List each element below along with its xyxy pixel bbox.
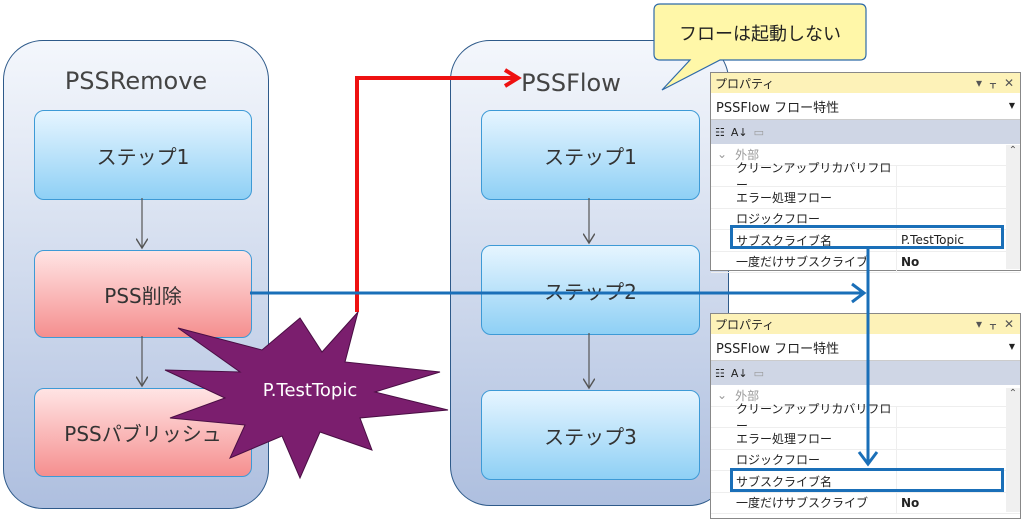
step-arrows [142, 198, 589, 388]
dropdown-icon[interactable]: ▾ [975, 76, 983, 90]
property-row-subscribe-name[interactable]: サブスクライブ名 [711, 471, 1020, 493]
category-row[interactable]: ⌄外部 [711, 385, 1020, 407]
highlight-box [730, 468, 1004, 492]
collapse-icon[interactable]: ⌄ [717, 147, 728, 162]
panel-title: プロパティ [715, 317, 775, 332]
callout-text: フローは起動しない [679, 24, 841, 45]
panel-title: プロパティ [715, 76, 775, 91]
topic-burst [164, 311, 449, 480]
property-row[interactable]: エラー処理フロー [711, 187, 1020, 209]
collapse-icon[interactable]: ⌄ [717, 388, 728, 403]
chevron-down-icon[interactable]: ▼ [1008, 100, 1016, 110]
categorized-icon[interactable]: ☷ [715, 366, 725, 380]
left-step-1[interactable]: ステップ1 [34, 110, 252, 200]
left-flow-title: PSSRemove [64, 67, 208, 95]
chevron-down-icon[interactable]: ▼ [1008, 341, 1016, 351]
right-step-3[interactable]: ステップ3 [481, 390, 700, 480]
right-step-1[interactable]: ステップ1 [481, 110, 700, 200]
left-step-pss-delete[interactable]: PSS削除 [34, 250, 252, 338]
scrollbar[interactable]: ⌃ [1006, 388, 1020, 512]
callout-bubble [653, 3, 867, 91]
topic-burst-label: P.TestTopic [263, 380, 358, 401]
properties-panel-before: プロパティ ▾ ᚁ ✕ PSSFlow フロー特性▼ ☷ A↓ ▭ ⌄外部 クリーンアップ… [710, 72, 1021, 273]
pin-icon[interactable]: ᚁ [990, 317, 996, 331]
categorized-icon[interactable]: ☷ [715, 125, 725, 139]
trigger-arrow [355, 76, 515, 312]
property-pages-icon[interactable]: ▭ [753, 366, 765, 380]
property-row[interactable]: クリーンアップリカバリフロー [711, 402, 1020, 433]
close-icon[interactable]: ✕ [1003, 76, 1014, 90]
sort-alpha-icon[interactable]: A↓ [730, 366, 748, 380]
sort-alpha-icon[interactable]: A↓ [730, 125, 748, 139]
right-step-2[interactable]: ステップ2 [481, 245, 700, 335]
property-pages-icon[interactable]: ▭ [753, 125, 765, 139]
property-row[interactable]: ロジックフロー [711, 208, 1020, 230]
pin-icon[interactable]: ᚁ [990, 76, 996, 90]
highlight-box [730, 225, 1004, 249]
properties-panel-after: プロパティ ▾ ᚁ ✕ PSSFlow フロー特性▼ ☷ A↓ ▭ ⌄外部 クリーンアップ… [710, 313, 1021, 519]
property-row[interactable]: クリーンアップリカバリフロー [711, 161, 1020, 192]
object-selector[interactable]: PSSFlow フロー特性▼ [711, 93, 1020, 120]
object-selector[interactable]: PSSFlow フロー特性▼ [711, 334, 1020, 361]
property-row[interactable]: エラー処理フロー [711, 428, 1020, 450]
dropdown-icon[interactable]: ▾ [975, 317, 983, 331]
category-row[interactable]: ⌄外部 [711, 144, 1020, 166]
scrollbar[interactable]: ⌃ [1006, 145, 1020, 269]
close-icon[interactable]: ✕ [1003, 317, 1014, 331]
right-flow-title: PSSFlow [521, 69, 621, 97]
